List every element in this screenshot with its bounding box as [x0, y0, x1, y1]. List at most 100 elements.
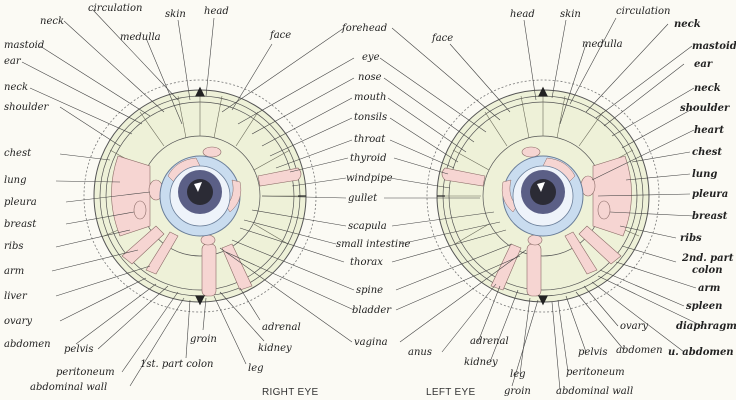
left-label-lung: lung — [692, 169, 717, 180]
left-label-kidney: kidney — [464, 357, 498, 368]
center-label-vagina: vagina — [354, 337, 388, 348]
right-label-abdomen: abdomen — [4, 339, 51, 350]
center-label-thyroid: thyroid — [350, 153, 387, 164]
left-eye-breast-zone — [597, 200, 611, 220]
left-label-medulla: medulla — [582, 39, 623, 50]
center-label-eye: eye — [362, 52, 380, 63]
left-label-ear: ear — [694, 59, 713, 70]
right-eye-throat-zone — [257, 167, 302, 187]
right-eye-breast-zone — [133, 200, 147, 220]
left-label-arm: arm — [698, 283, 720, 294]
center-label-nose: nose — [358, 72, 382, 83]
center-label-small-intestine: small intestine — [336, 239, 411, 250]
right-label-peritoneum: peritoneum — [56, 367, 115, 378]
left-label-ribs: ribs — [680, 233, 702, 244]
left-label-head: head — [510, 9, 535, 20]
right-eye-bladder-zone — [200, 234, 216, 246]
left-eye — [426, 79, 660, 313]
left-label-groin: groin — [504, 386, 531, 397]
right-label-ovary: ovary — [4, 316, 32, 327]
right-label-medulla: medulla — [120, 32, 161, 43]
center-label-spine: spine — [356, 285, 383, 296]
center-label-tonsils: tonsils — [354, 112, 387, 123]
left-eye-bladder-zone — [527, 234, 543, 246]
right-label-first-part-colon: 1st. part colon — [140, 359, 214, 370]
center-label-scapula: scapula — [348, 221, 387, 232]
left-label-anus: anus — [408, 347, 432, 358]
right-label-neck-top: neck — [40, 16, 64, 27]
right-label-liver: liver — [4, 291, 28, 302]
left-label-abdominal-wall: abdominal wall — [556, 386, 633, 397]
left-eye-bottom-marker — [538, 295, 548, 306]
right-label-head: head — [204, 6, 229, 17]
right-label-breast: breast — [4, 219, 37, 230]
left-eye-caption: LEFT EYE — [426, 387, 475, 398]
center-label-thorax: thorax — [350, 257, 383, 268]
left-label-breast: breast — [692, 211, 728, 222]
right-eye-adrenal-zone — [221, 243, 253, 291]
left-label-shoulder: shoulder — [680, 103, 730, 114]
right-eye — [83, 79, 317, 313]
right-label-pelvis: pelvis — [64, 344, 94, 355]
right-eye-pupil — [187, 179, 213, 205]
right-label-face: face — [269, 30, 291, 41]
right-label-shoulder: shoulder — [4, 102, 50, 113]
left-eye-medulla-zone — [521, 146, 541, 158]
left-label-u-abdomen: u. abdomen — [668, 347, 734, 358]
left-label-pelvis: pelvis — [578, 347, 608, 358]
right-label-mastoid: mastoid — [4, 40, 44, 51]
center-label-gullet: gullet — [348, 193, 378, 204]
left-label-heart: heart — [694, 125, 724, 136]
center-label-forehead: forehead — [341, 23, 387, 34]
left-eye-pupil — [530, 179, 556, 205]
left-label-mastoid: mastoid — [692, 41, 736, 52]
right-label-groin: groin — [190, 334, 217, 345]
right-label-pleura: pleura — [4, 197, 37, 208]
left-label-adrenal: adrenal — [470, 336, 509, 347]
right-label-kidney: kidney — [258, 343, 292, 354]
right-eye-label-group: neck circulation skin head mastoid medul… — [4, 3, 301, 393]
left-eye-throat-zone — [441, 167, 486, 187]
right-label-adrenal: adrenal — [262, 322, 301, 333]
left-label-ovary: ovary — [620, 321, 648, 332]
left-label-diaphragm: diaphragm — [676, 321, 736, 332]
left-eye-label-group: face head skin circulation medulla neck … — [408, 6, 736, 397]
right-eye-iris-pink-right — [225, 179, 242, 213]
right-label-lung: lung — [4, 175, 26, 186]
left-eye-iris-pink-left — [501, 179, 518, 213]
right-label-ribs: ribs — [4, 241, 24, 252]
left-eye-arm-zone — [578, 225, 622, 265]
center-label-group: forehead eye nose mouth tonsils throat t… — [336, 23, 411, 348]
right-eye-bottom-marker — [195, 295, 205, 306]
left-label-peritoneum: peritoneum — [566, 367, 625, 378]
right-label-leg: leg — [248, 363, 264, 374]
right-eye-glint — [194, 182, 202, 192]
center-label-bladder: bladder — [352, 305, 392, 316]
left-label-circulation: circulation — [616, 6, 670, 17]
right-eye-top-marker — [195, 86, 205, 97]
left-label-skin: skin — [560, 9, 581, 20]
left-eye-glint — [537, 182, 545, 192]
left-label-neck-top: neck — [674, 19, 701, 30]
right-label-chest: chest — [4, 148, 32, 159]
left-eye-top-marker — [538, 86, 548, 97]
left-label-chest: chest — [692, 147, 722, 158]
right-label-ear: ear — [4, 56, 22, 67]
right-label-circulation: circulation — [88, 3, 142, 14]
right-eye-kidney-zone — [201, 243, 217, 297]
left-label-abdomen: abdomen — [616, 345, 663, 356]
leader-lines — [21, 9, 703, 391]
center-label-throat: throat — [354, 134, 386, 145]
left-eye-dotted-ring — [426, 79, 660, 313]
left-eye-kidney-zone — [526, 243, 542, 297]
right-eye-caption: RIGHT EYE — [262, 387, 318, 398]
center-label-mouth: mouth — [354, 92, 386, 103]
left-label-spleen: spleen — [686, 301, 722, 312]
left-label-second-part-colon-1: 2nd. part — [681, 253, 734, 264]
right-label-skin: skin — [165, 9, 186, 20]
left-label-leg: leg — [510, 369, 526, 380]
left-label-neck: neck — [694, 83, 721, 94]
center-label-windpipe: windpipe — [346, 173, 393, 184]
